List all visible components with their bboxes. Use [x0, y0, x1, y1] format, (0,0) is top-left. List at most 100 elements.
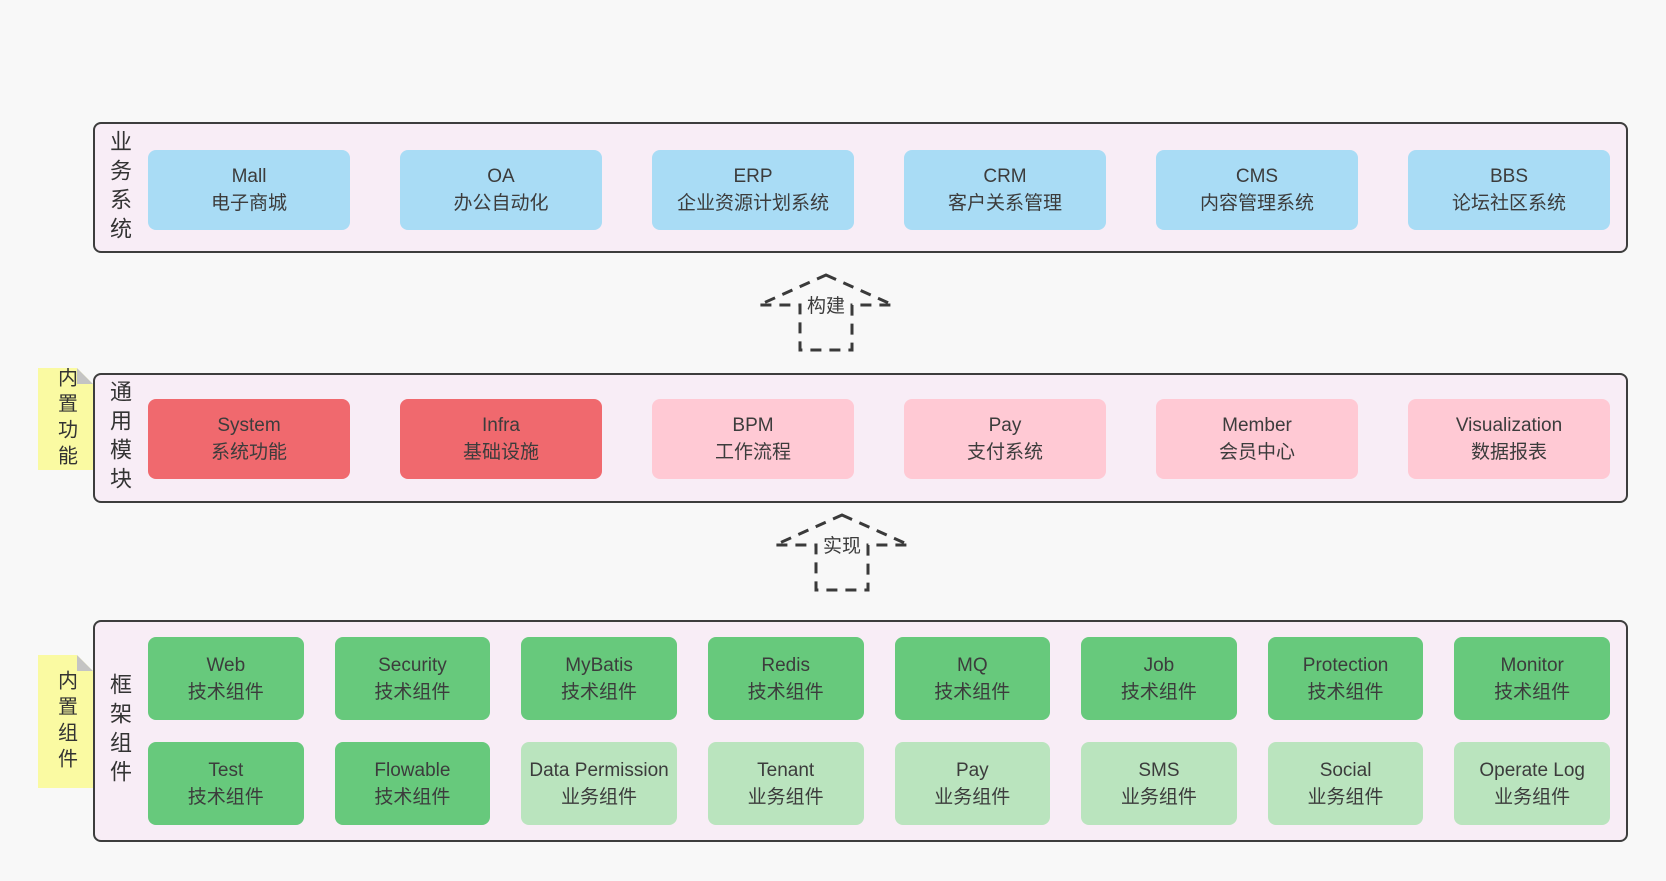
box-security: Security 技术组件 — [334, 637, 491, 720]
box-subtitle: 论坛社区系统 — [1451, 193, 1566, 214]
box-infra: Infra 基础设施 — [400, 399, 602, 479]
panel-business-label: 业务系统 — [107, 129, 132, 246]
box-title: CRM — [983, 166, 1027, 187]
component-boxes: Web 技术组件 Security 技术组件 MyBatis 技术组件 Redi… — [148, 637, 1610, 825]
box-subtitle: 会员中心 — [1218, 442, 1295, 463]
box-subtitle: 业务组件 — [561, 786, 638, 808]
box-title: Monitor — [1500, 654, 1564, 676]
box-subtitle: 业务组件 — [1494, 786, 1571, 808]
box-title: Security — [378, 654, 447, 676]
box-pay-system: Pay 支付系统 — [904, 399, 1106, 479]
box-subtitle: 工作流程 — [714, 442, 791, 463]
box-title: Pay — [988, 415, 1022, 436]
box-title: Operate Log — [1479, 759, 1585, 781]
box-title: Pay — [955, 759, 989, 781]
note-built-in-components: 内置组件 — [38, 655, 93, 788]
box-monitor: Monitor 技术组件 — [1454, 637, 1610, 720]
up-arrow-icon: 实现 — [774, 513, 910, 592]
box-subtitle: 技术组件 — [561, 681, 638, 703]
implement-arrow: 实现 — [772, 513, 912, 593]
box-subtitle: 系统功能 — [210, 442, 287, 463]
box-bpm: BPM 工作流程 — [652, 399, 854, 479]
box-protection: Protection 技术组件 — [1267, 637, 1424, 720]
module-boxes: System 系统功能 Infra 基础设施 BPM 工作流程 Pay 支付系统… — [148, 399, 1610, 479]
box-title: Member — [1222, 415, 1292, 436]
box-subtitle: 技术组件 — [374, 786, 451, 808]
box-subtitle: 技术组件 — [374, 681, 451, 703]
box-subtitle: 数据报表 — [1470, 442, 1547, 463]
box-social: Social 业务组件 — [1267, 742, 1424, 825]
box-test: Test 技术组件 — [148, 742, 304, 825]
box-erp: ERP 企业资源计划系统 — [652, 150, 854, 230]
panel-common-modules: 通用模块 System 系统功能 Infra 基础设施 BPM 工作流程 Pay… — [93, 373, 1628, 503]
box-title: Tenant — [757, 759, 815, 781]
box-title: BPM — [732, 415, 774, 436]
box-redis: Redis 技术组件 — [707, 637, 864, 720]
box-oa: OA 办公自动化 — [400, 150, 602, 230]
box-title: MyBatis — [565, 654, 633, 676]
box-visualization: Visualization 数据报表 — [1408, 399, 1610, 479]
box-subtitle: 业务组件 — [934, 786, 1011, 808]
box-job: Job 技术组件 — [1081, 637, 1237, 720]
box-title: Mall — [231, 166, 267, 187]
box-subtitle: 客户关系管理 — [947, 193, 1062, 214]
box-member: Member 会员中心 — [1156, 399, 1358, 479]
box-subtitle: 技术组件 — [747, 681, 824, 703]
box-subtitle: 技术组件 — [934, 681, 1011, 703]
box-title: Flowable — [374, 759, 451, 781]
panel-business-systems: 业务系统 Mall 电子商城 OA 办公自动化 ERP 企业资源计划系统 CRM… — [93, 122, 1628, 253]
box-title: Protection — [1302, 654, 1389, 676]
box-mq: MQ 技术组件 — [894, 637, 1051, 720]
box-subtitle: 技术组件 — [187, 681, 264, 703]
folded-corner-icon — [77, 655, 93, 671]
up-arrow-icon: 构建 — [758, 273, 894, 352]
box-operate-log: Operate Log 业务组件 — [1454, 742, 1610, 825]
build-arrow-label: 构建 — [807, 295, 845, 317]
box-title: BBS — [1489, 166, 1529, 187]
box-title: CMS — [1235, 166, 1279, 187]
box-mybatis: MyBatis 技术组件 — [521, 637, 677, 720]
box-subtitle: 电子商城 — [210, 193, 287, 214]
folded-corner-icon — [77, 368, 93, 384]
box-title: Redis — [761, 654, 810, 676]
note-built-in-features: 内置功能 — [38, 368, 93, 470]
box-subtitle: 技术组件 — [1307, 681, 1384, 703]
business-boxes: Mall 电子商城 OA 办公自动化 ERP 企业资源计划系统 CRM 客户关系… — [148, 150, 1610, 230]
box-title: SMS — [1138, 759, 1180, 781]
box-subtitle: 业务组件 — [747, 786, 824, 808]
box-title: Job — [1143, 654, 1175, 676]
box-subtitle: 业务组件 — [1307, 786, 1384, 808]
box-pay-component: Pay 业务组件 — [894, 742, 1051, 825]
implement-arrow-label: 实现 — [823, 535, 861, 557]
box-title: System — [217, 415, 281, 436]
box-title: Data Permission — [529, 759, 669, 781]
box-cms: CMS 内容管理系统 — [1156, 150, 1358, 230]
note-built-in-components-label: 内置组件 — [54, 669, 77, 774]
box-subtitle: 内容管理系统 — [1199, 193, 1314, 214]
box-subtitle: 办公自动化 — [453, 193, 549, 214]
box-title: Social — [1319, 759, 1372, 781]
box-subtitle: 基础设施 — [462, 442, 539, 463]
box-crm: CRM 客户关系管理 — [904, 150, 1106, 230]
panel-framework-components: 框架组件 Web 技术组件 Security 技术组件 MyBatis 技术组件… — [93, 620, 1628, 842]
box-system: System 系统功能 — [148, 399, 350, 479]
panel-components-label: 框架组件 — [107, 673, 132, 789]
box-subtitle: 业务组件 — [1120, 786, 1197, 808]
box-title: Infra — [481, 415, 521, 436]
box-title: OA — [487, 166, 515, 187]
build-arrow: 构建 — [756, 273, 896, 353]
box-sms: SMS 业务组件 — [1081, 742, 1237, 825]
box-subtitle: 企业资源计划系统 — [676, 193, 829, 214]
box-flowable: Flowable 技术组件 — [334, 742, 491, 825]
box-title: Test — [208, 759, 244, 781]
box-subtitle: 技术组件 — [1494, 681, 1571, 703]
box-title: Visualization — [1455, 415, 1563, 436]
box-data-permission: Data Permission 业务组件 — [521, 742, 677, 825]
box-web: Web 技术组件 — [148, 637, 304, 720]
box-subtitle: 技术组件 — [1120, 681, 1197, 703]
box-subtitle: 支付系统 — [966, 442, 1043, 463]
box-title: ERP — [733, 166, 773, 187]
box-mall: Mall 电子商城 — [148, 150, 350, 230]
note-built-in-features-label: 内置功能 — [54, 367, 77, 471]
